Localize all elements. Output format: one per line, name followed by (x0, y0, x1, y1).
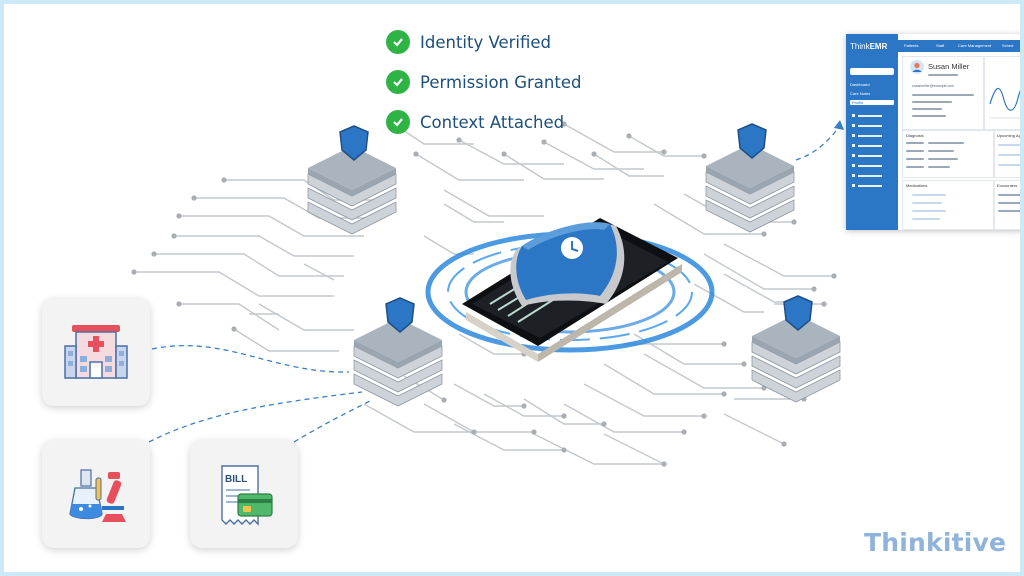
bill-icon: BILL (221, 465, 273, 526)
source-tile-hospital (42, 298, 150, 406)
placeholder-line (928, 158, 958, 160)
source-connectors (148, 345, 373, 443)
patient-name: Susan Miller (928, 62, 970, 71)
emr-tab-patients[interactable]: Patients (904, 43, 919, 48)
check-circle-icon (386, 70, 410, 94)
check-circle-icon (386, 110, 410, 134)
placeholder-line (912, 94, 974, 96)
emr-nav-placeholders (852, 114, 882, 187)
shield-icon (737, 123, 767, 159)
emr-medications-card (902, 180, 994, 230)
server-stack-top-right (705, 144, 795, 233)
secure-data-flow-illustration (131, 120, 844, 467)
check-label: Context Attached (420, 112, 565, 132)
patient-email: susanmiller@example.com (912, 84, 955, 88)
lab-icon (69, 469, 126, 522)
emr-sidebar (846, 34, 898, 230)
verification-checklist: Identity Verified Permission Granted Con… (386, 22, 581, 142)
check-label: Permission Granted (420, 72, 582, 92)
placeholder-line (906, 150, 924, 152)
check-item: Permission Granted (386, 62, 581, 102)
shield-icon (339, 125, 369, 161)
emr-connector (795, 125, 841, 161)
emr-tab-staff[interactable]: Staff (936, 43, 945, 48)
server-stack-bottom-right (751, 314, 841, 403)
emr-tab-care-management[interactable]: Care Management (958, 43, 992, 48)
emr-logo: ThinkEMR (850, 42, 888, 51)
placeholder-line (998, 194, 1020, 196)
placeholder-line (906, 142, 924, 144)
placeholder-line (998, 144, 1020, 146)
hospital-icon (64, 325, 128, 379)
emr-top-nav: Patients Staff Care Management Sched (898, 40, 1020, 52)
shield-icon (783, 295, 813, 331)
placeholder-line (912, 202, 942, 204)
server-stack-bottom-left (353, 318, 443, 407)
placeholder-line (998, 210, 1020, 212)
patient-avatar (910, 60, 924, 74)
emr-nav-care-notes[interactable]: Care Notes (850, 91, 871, 96)
check-item: Identity Verified (386, 22, 581, 62)
placeholder-line (906, 158, 924, 160)
placeholder-line (928, 74, 958, 76)
clock-icon (561, 237, 583, 259)
check-item: Context Attached (386, 102, 581, 142)
placeholder-line (906, 166, 924, 168)
emr-diagnosis-card (902, 130, 994, 178)
section-upcoming-appointments: Upcoming Ap (997, 133, 1021, 138)
placeholder-line (912, 108, 942, 110)
brand-logo: Thinkitive (864, 528, 1007, 557)
placeholder-line (912, 218, 940, 220)
large-shield-icon (510, 222, 625, 306)
emr-encounters-card (994, 180, 1020, 230)
shield-icon (385, 297, 415, 333)
section-encounters: Encounters (997, 183, 1018, 188)
check-circle-icon (386, 30, 410, 54)
source-tile-lab (42, 440, 150, 548)
placeholder-line (928, 150, 954, 152)
emr-arrow-icon (834, 120, 844, 130)
placeholder-line (912, 101, 952, 103)
placeholder-line (928, 166, 950, 168)
placeholder-line (928, 142, 964, 144)
source-tile-billing: BILL (190, 440, 298, 548)
bill-text: BILL (225, 474, 247, 485)
vitals-sparkline (989, 87, 1020, 119)
emr-search-input[interactable] (850, 68, 894, 75)
emr-nav-dashboard[interactable]: Dashboard (850, 82, 870, 87)
emr-app-window: ThinkEMR Dashboard Care Notes Profile Pa… (846, 34, 1021, 230)
server-stack-top-left (307, 146, 397, 235)
placeholder-line (912, 210, 946, 212)
emr-patient-card (902, 56, 984, 130)
placeholder-line (912, 194, 946, 196)
check-label: Identity Verified (420, 32, 552, 52)
section-diagnosis: Diagnosis (906, 133, 924, 138)
placeholder-line (998, 154, 1020, 156)
emr-tab-schedule[interactable]: Sched (1002, 43, 1014, 48)
emr-nav-profile[interactable]: Profile (850, 100, 894, 105)
placeholder-line (998, 164, 1020, 166)
placeholder-line (998, 202, 1020, 204)
circuit-board (134, 123, 834, 465)
circuit-nodes (131, 121, 837, 467)
section-medications: Medications (906, 183, 928, 188)
placeholder-line (912, 115, 946, 117)
